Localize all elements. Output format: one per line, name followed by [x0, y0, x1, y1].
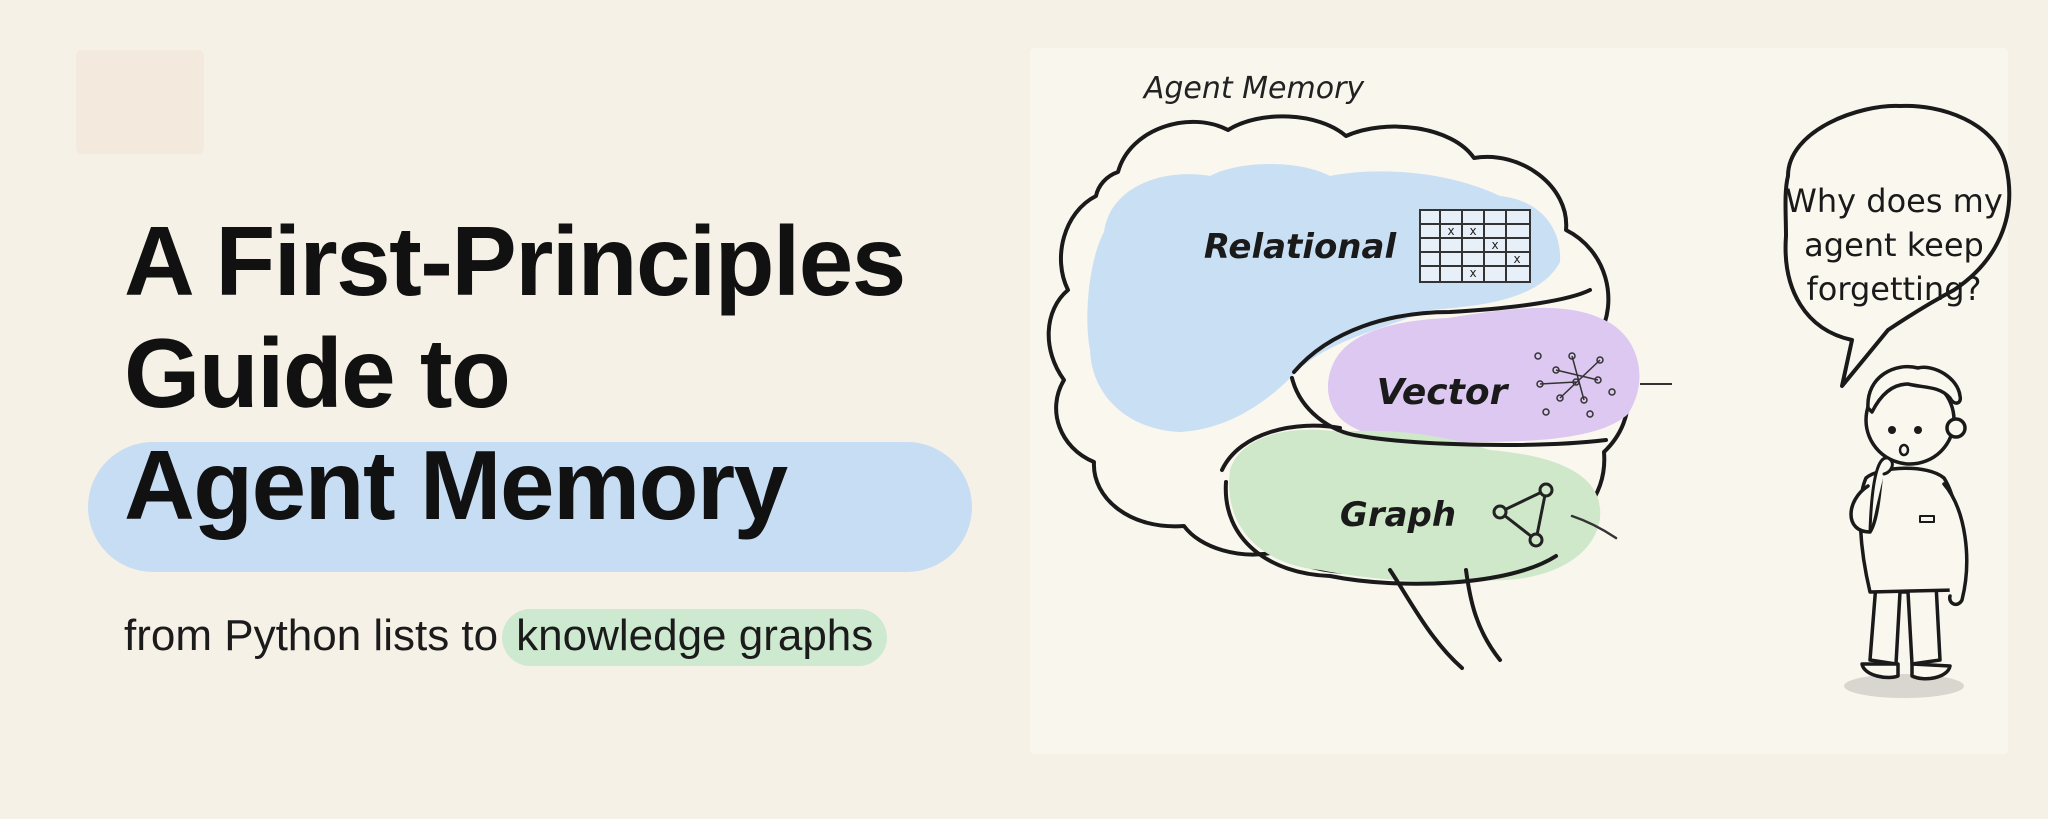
graph-label: Graph — [1340, 495, 1456, 535]
character-ear — [1945, 417, 1967, 439]
table-grid-icon — [1419, 209, 1531, 283]
title-highlight-pill — [88, 442, 972, 572]
title-line-1: A First-Principles — [124, 206, 906, 316]
graph-triangle-icon — [1492, 482, 1554, 548]
table-mark-1: x — [1447, 224, 1454, 238]
graph-pointer-line — [1570, 514, 1618, 540]
table-marks: x x x x x — [1447, 224, 1520, 280]
speech-bubble — [1783, 103, 2012, 388]
speech-line-2: agent keep — [1804, 226, 1984, 264]
relational-label: Relational — [1204, 227, 1398, 267]
character-hand-chin — [1868, 456, 1894, 534]
character-shoes — [1860, 662, 1952, 681]
speech-line-3: forgetting? — [1807, 270, 1982, 308]
character-legs — [1868, 582, 1942, 666]
vector-region — [1327, 307, 1640, 444]
brain-fold-lower — [1220, 423, 1342, 472]
vector-label: Vector — [1377, 372, 1510, 413]
table-mark-2: x — [1469, 224, 1476, 238]
page-title: A First-Principles Guide to Agent Memory — [124, 205, 906, 541]
brain-fold-upper — [1292, 288, 1592, 374]
character-hair — [1866, 365, 1963, 414]
character-arm-right — [1942, 482, 1969, 607]
confused-character — [1844, 365, 1969, 698]
brain-fold-middle — [1290, 376, 1608, 447]
title-line-2: Guide to — [124, 318, 511, 428]
speech-line-1: Why does my — [1785, 182, 2003, 220]
character-eye-left — [1888, 426, 1896, 434]
character-shadow — [1844, 674, 1964, 698]
title-line-3: Agent Memory — [124, 430, 788, 540]
table-mark-4: x — [1513, 252, 1520, 266]
subtitle-highlight: knowledge graphs — [502, 609, 888, 666]
illustration-heading: Agent Memory — [1142, 71, 1366, 106]
graph-region — [1229, 429, 1601, 582]
character-mouth — [1898, 443, 1910, 457]
corner-tile — [76, 50, 204, 154]
subtitle-lead: from Python lists to — [124, 611, 499, 660]
brain-fold-graph-bottom — [1223, 480, 1558, 586]
table-mark-5: x — [1469, 266, 1476, 280]
vector-scatter-icon — [1534, 352, 1616, 418]
character-badge — [1919, 515, 1935, 523]
table-mark-3: x — [1491, 238, 1498, 252]
character-eye-right — [1914, 426, 1922, 434]
brain-stem — [1388, 568, 1502, 670]
